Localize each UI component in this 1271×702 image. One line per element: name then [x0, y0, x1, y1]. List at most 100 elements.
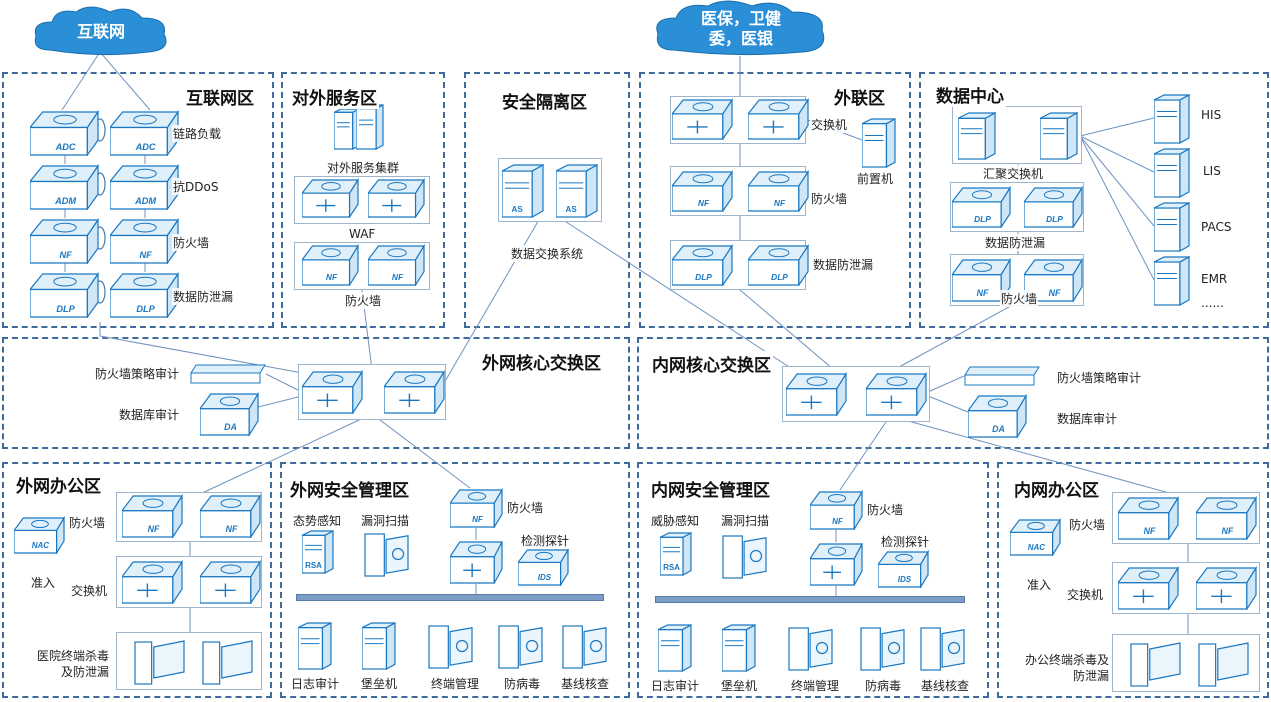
switch-device: [1116, 565, 1180, 612]
endpoint-mgmt-server: [428, 622, 474, 670]
svg-text:NF: NF: [148, 524, 160, 534]
exchange-server: AS: [555, 163, 600, 219]
label-outer-fw-audit: 防火墙策略审计: [94, 365, 181, 382]
svg-text:ADM: ADM: [134, 196, 156, 206]
svg-text:ADM: ADM: [54, 196, 76, 206]
label-os-log-audit: 日志审计: [290, 675, 341, 692]
fw-audit-appliance: [190, 364, 266, 384]
nac-device: NAC: [12, 515, 66, 556]
antivirus-server: [860, 624, 906, 672]
vuln-scanner: [364, 530, 410, 578]
terminal-pc: [202, 636, 254, 686]
situation-awareness-server: RSA: [301, 529, 334, 575]
label-inner-db-audit: 数据库审计: [1056, 410, 1119, 427]
firewall-device: NF: [120, 493, 184, 540]
terminal-pc: [1198, 638, 1250, 688]
switch-device: [746, 97, 810, 141]
switch-device: [198, 559, 262, 606]
log-audit-server: [297, 621, 332, 671]
label-service-firewall: 防火墙: [344, 292, 383, 309]
label-os-vuln-scan: 漏洞扫描: [360, 512, 411, 529]
baseline-check-server: [562, 622, 608, 670]
firewall-device: NF: [1116, 495, 1180, 542]
firewall-device: NF: [28, 218, 100, 265]
firewall-device: NF: [448, 487, 504, 530]
svg-text:ADC: ADC: [135, 142, 156, 152]
label-io-terminal: 办公终端杀毒及防泄漏: [1024, 652, 1110, 684]
his-server: [1153, 93, 1192, 145]
label-outer-db-audit: 数据库审计: [118, 406, 181, 423]
bastion-host: [721, 623, 756, 673]
label-is-log-audit: 日志审计: [650, 677, 701, 694]
label-dc-firewall: 防火墙: [1000, 290, 1039, 307]
zone-title-inner-core: 内网核心交换区: [650, 351, 773, 376]
zone-title-outer-core: 外网核心交换区: [480, 349, 603, 374]
zone-title-isolation: 安全隔离区: [500, 88, 589, 113]
endpoint-mgmt-server: [788, 624, 834, 672]
svg-text:DLP: DLP: [974, 214, 991, 224]
label-ext-switch: 交换机: [810, 116, 849, 133]
service-cluster-server: [355, 103, 384, 151]
label-is-threat: 威胁感知: [650, 512, 701, 529]
antivirus-server: [498, 622, 544, 670]
label-oo-terminal: 医院终端杀毒及防泄漏: [26, 648, 110, 680]
dlp-device: DLP: [746, 243, 810, 287]
dlp-device: DLP: [950, 185, 1012, 230]
firewall-device: NF: [950, 257, 1012, 304]
label-os-situation: 态势感知: [292, 512, 343, 529]
label-is-firewall: 防火墙: [866, 501, 905, 518]
internet-cloud-label: 互联网: [76, 22, 125, 41]
firewall-device: NF: [108, 218, 180, 265]
lis-server: [1153, 147, 1192, 199]
label-internet-firewall: 防火墙: [172, 234, 211, 251]
core-switch: [864, 371, 928, 418]
medical-cloud: 医保，卫健委，医银: [652, 0, 830, 58]
label-io-switch: 交换机: [1066, 586, 1105, 603]
label-os-probe: 检测探针: [520, 532, 571, 549]
firewall-device: NF: [198, 493, 262, 540]
pacs-server: [1153, 201, 1192, 253]
label-dc-dlp: 数据防泄漏: [984, 234, 1047, 251]
label-pacs: PACS: [1200, 220, 1233, 234]
label-oo-nac: 准入: [30, 574, 57, 591]
svg-text:NF: NF: [977, 288, 989, 298]
ids-probe: IDS: [516, 547, 570, 588]
label-more-systems: ......: [1200, 296, 1225, 310]
svg-text:NF: NF: [226, 524, 238, 534]
label-data-exchange: 数据交换系统: [510, 245, 585, 262]
svg-text:RSA: RSA: [663, 563, 680, 572]
adc-device: ADC: [108, 110, 180, 157]
label-is-endpoint: 终端管理: [790, 677, 841, 694]
label-frontend: 前置机: [856, 170, 895, 187]
adc-device: ADC: [28, 110, 100, 157]
label-os-firewall: 防火墙: [506, 499, 545, 516]
label-is-antivirus: 防病毒: [864, 677, 903, 694]
svg-text:DA: DA: [224, 422, 237, 432]
bastion-host: [361, 621, 396, 671]
label-os-antivirus: 防病毒: [503, 675, 542, 692]
firewall-device: NF: [808, 489, 864, 532]
adm-device: ADM: [108, 164, 180, 211]
label-waf: WAF: [348, 227, 377, 241]
emr-server: [1153, 255, 1192, 307]
svg-text:NF: NF: [832, 517, 844, 526]
medical-cloud-label: 医保，卫健委，医银: [700, 9, 781, 48]
label-ext-firewall: 防火墙: [810, 190, 849, 207]
label-io-nac: 准入: [1026, 576, 1053, 593]
core-switch: [382, 369, 446, 416]
switch-device: [120, 559, 184, 606]
svg-text:DLP: DLP: [56, 304, 75, 314]
fw-audit-appliance: [964, 366, 1040, 386]
waf-device: [366, 177, 426, 219]
svg-text:IDS: IDS: [898, 575, 912, 584]
svg-text:DA: DA: [992, 424, 1005, 434]
svg-text:IDS: IDS: [538, 573, 552, 582]
svg-text:NF: NF: [392, 272, 404, 282]
exchange-server: AS: [501, 163, 546, 219]
core-switch: [300, 369, 364, 416]
frontend-server: [861, 117, 896, 169]
adm-device: ADM: [28, 164, 100, 211]
svg-text:NAC: NAC: [1028, 543, 1046, 552]
baseline-check-server: [920, 624, 966, 672]
dlp-device: DLP: [670, 243, 734, 287]
